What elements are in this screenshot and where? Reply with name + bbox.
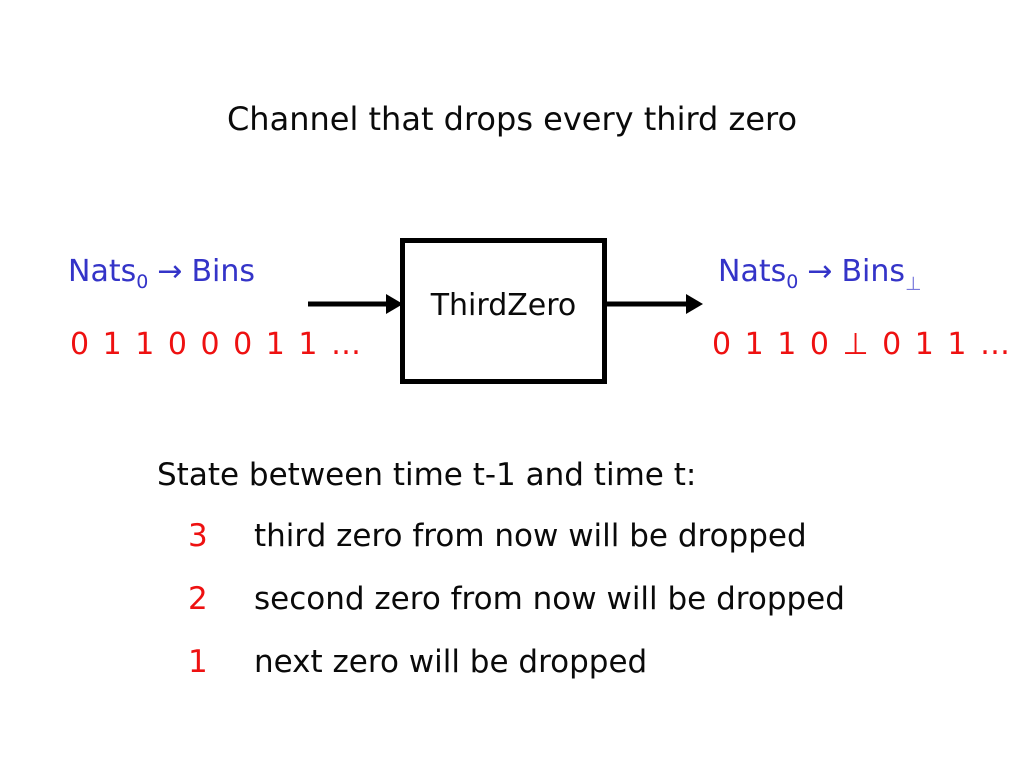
state-row-3: 3 third zero from now will be dropped	[188, 518, 807, 554]
channel-box: ThirdZero	[400, 238, 607, 384]
input-type-base: Nats	[68, 254, 137, 289]
output-type-base: Nats	[718, 254, 787, 289]
bottom-perp-subscript-icon: ⊥	[905, 273, 922, 295]
input-sequence: 0 1 1 0 0 0 1 1 …	[70, 327, 363, 362]
output-arrow-icon	[606, 290, 704, 318]
output-type-target: Bins	[841, 254, 906, 289]
output-type-label: Nats0 →Bins⊥	[718, 254, 922, 295]
maps-to-arrow-icon: →	[157, 254, 183, 289]
input-arrow-icon	[306, 290, 404, 318]
state-row-1: 1 next zero will be dropped	[188, 644, 647, 680]
state-description: third zero from now will be dropped	[254, 518, 807, 554]
channel-box-label: ThirdZero	[430, 287, 577, 323]
input-type-target: Bins	[191, 254, 256, 289]
slide-title: Channel that drops every third zero	[226, 100, 798, 138]
input-type-subscript: 0	[136, 271, 149, 293]
state-description: next zero will be dropped	[254, 644, 648, 680]
state-value: 1	[188, 644, 208, 680]
state-value: 3	[188, 518, 208, 554]
state-row-2: 2 second zero from now will be dropped	[188, 581, 845, 617]
output-type-subscript: 0	[786, 271, 799, 293]
output-sequence: 0 1 1 0 ⊥ 0 1 1 …	[712, 327, 1013, 362]
input-type-label: Nats0 →Bins	[68, 254, 256, 293]
state-heading: State between time t-1 and time t:	[157, 457, 697, 493]
maps-to-arrow-icon: →	[807, 254, 833, 289]
state-description: second zero from now will be dropped	[254, 581, 845, 617]
state-value: 2	[188, 581, 208, 617]
